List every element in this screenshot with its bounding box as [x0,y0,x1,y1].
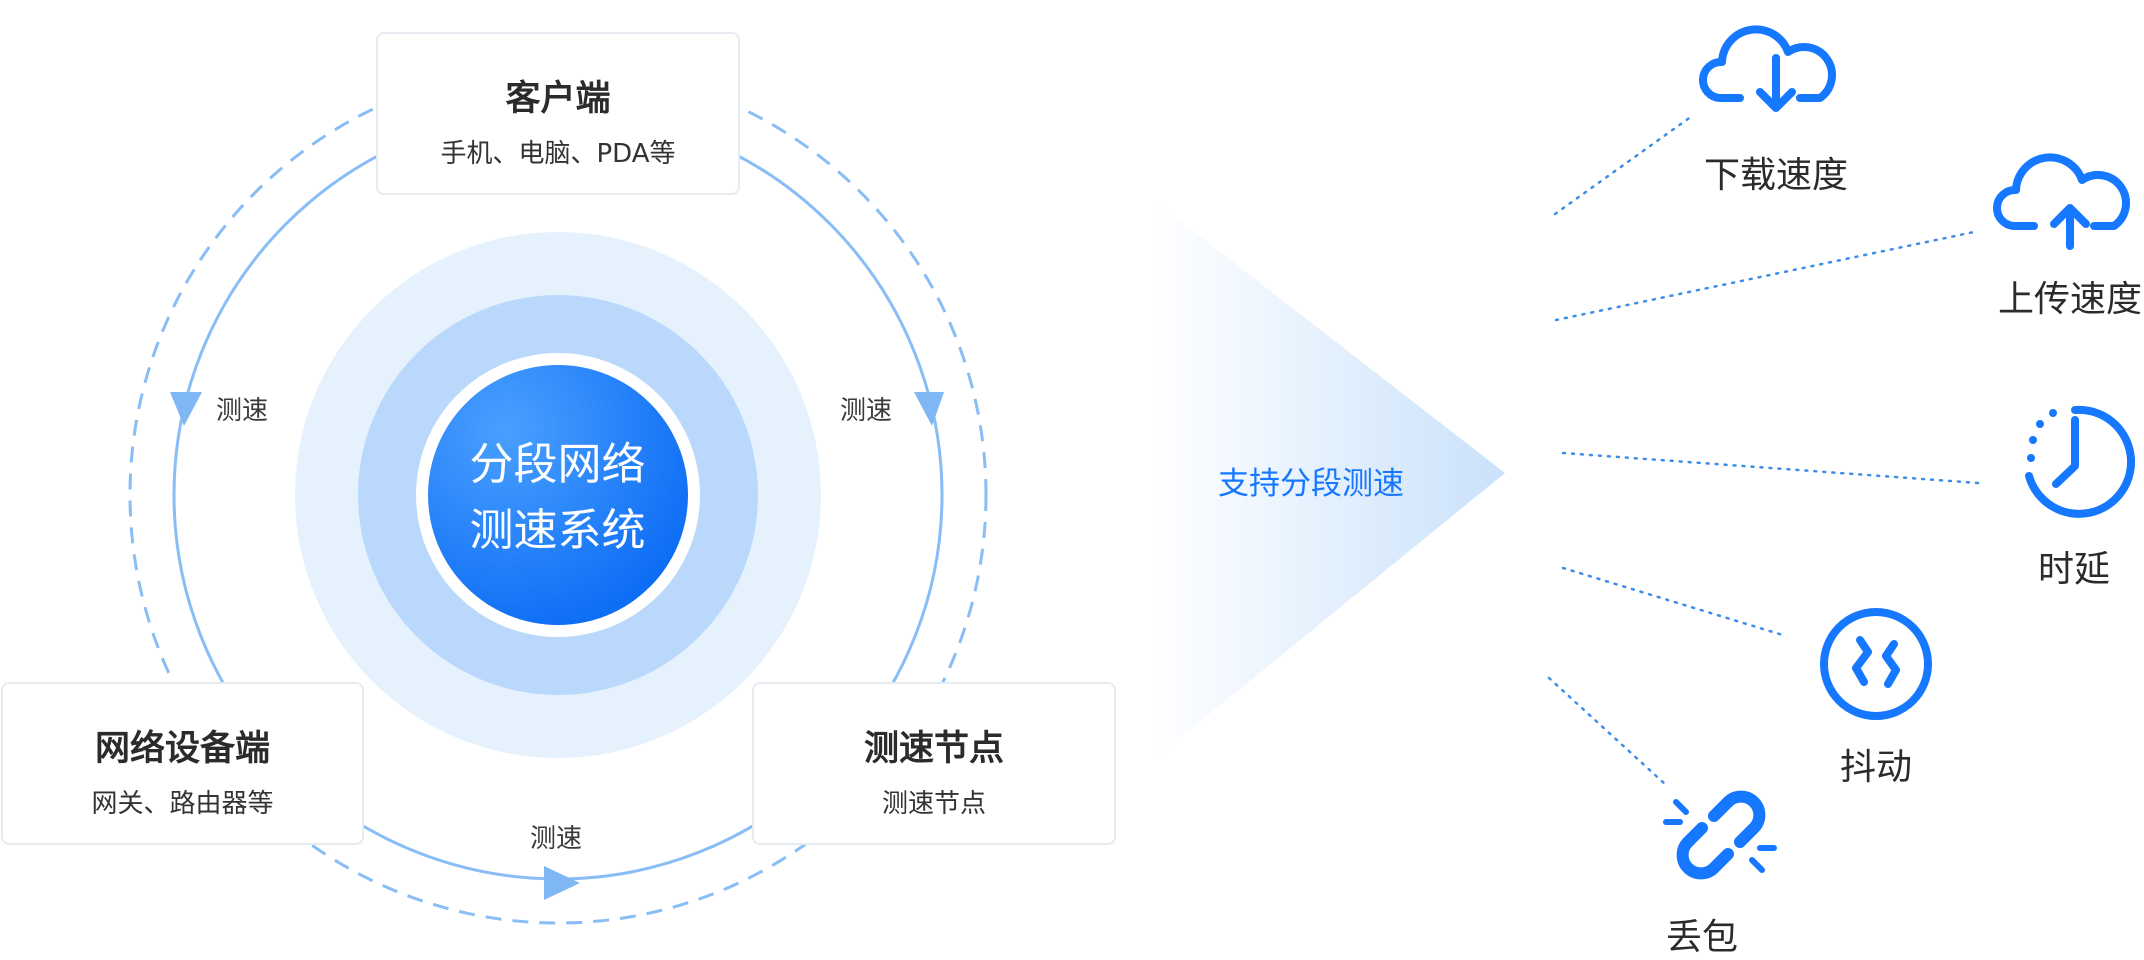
arrow-right-flow [914,392,944,426]
network-device-subtitle: 网关、路由器等 [91,789,274,819]
latency-label: 时延 [2038,549,2111,590]
client-subtitle: 手机、电脑、PDA等 [440,139,676,169]
speed-node-card: 测速节点 测速节点 [752,682,1116,845]
clock-icon [2025,405,2135,518]
flow-label-bottom: 测速 [530,824,583,854]
network-device-title: 网络设备端 [94,729,270,769]
outer-dashed-ring [128,65,988,925]
download-speed-label: 下载速度 [1704,155,1849,196]
jitter-icon [1820,608,1932,720]
speed-node-title: 测速节点 [863,729,1004,769]
network-device-card: 网络设备端 网关、路由器等 [1,682,364,845]
client-card: 客户端 手机、电脑、PDA等 [376,32,740,195]
connector-download [1553,114,1694,216]
clock-dots [2027,409,2057,462]
arrow-bottom-flow [544,866,580,900]
arrow-left-flow [170,392,202,426]
center-title-line-1: 分段网络 [469,439,646,490]
center-system-title: 分段网络 测速系统 [430,432,685,564]
support-segment-label: 支持分段测速 [1218,466,1404,502]
packet-loss-label: 丢包 [1666,917,1739,958]
broken-link-sparks [1663,799,1777,873]
cloud-download-icon [1698,25,1837,112]
client-title: 客户端 [505,79,611,119]
center-title-line-2: 测速系统 [469,505,646,556]
cloud-upload-icon [1992,153,2131,250]
connector-latency [1561,451,1980,485]
connector-jitter [1561,566,1788,638]
upload-speed-label: 上传速度 [1998,279,2143,320]
broken-link-icon [1676,790,1766,880]
connector-upload [1554,230,1976,322]
connector-packet-loss [1547,676,1667,786]
flow-label-right: 测速 [840,396,893,426]
core-circle [428,365,688,625]
jitter-label: 抖动 [1840,747,1913,788]
fan-triangle [1153,200,1505,760]
speed-node-subtitle: 测速节点 [881,789,986,819]
flow-label-left: 测速 [216,396,269,426]
